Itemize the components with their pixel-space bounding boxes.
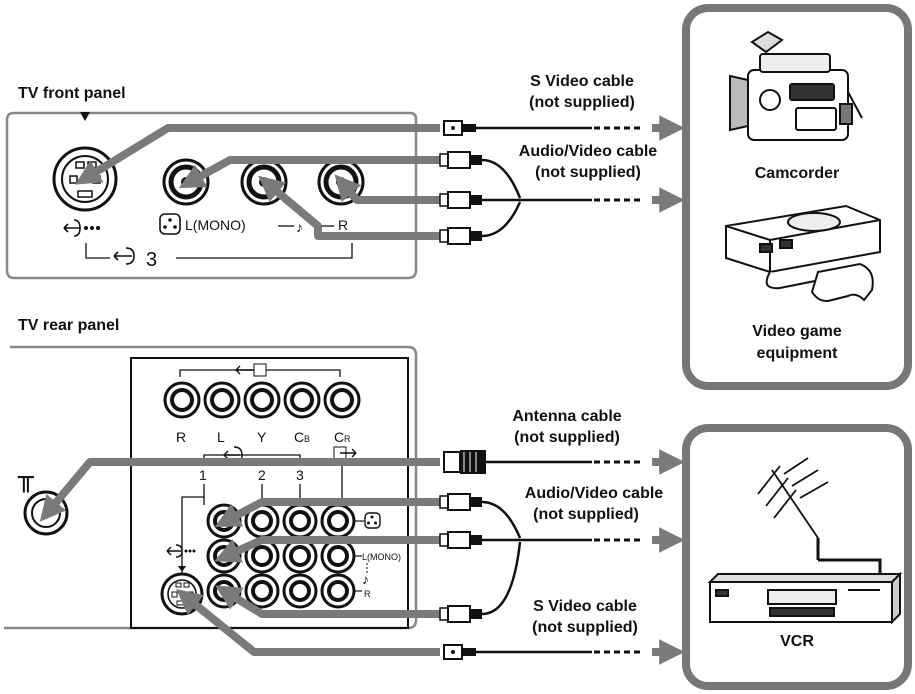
rear-label-y: Y: [257, 429, 267, 445]
rear-input-1: 1: [199, 467, 207, 483]
rear-label-cb: C: [294, 429, 304, 445]
front-input-number: 3: [146, 249, 157, 271]
av-top-label-1: Audio/Video cable: [519, 143, 658, 160]
route-s-video-front: [75, 124, 440, 185]
front-r-label: R: [338, 217, 348, 233]
s-video-cable-top: [443, 120, 640, 136]
rear-jack-panel: [130, 357, 409, 629]
antenna-cable: [443, 450, 640, 474]
signal-route-arrows: [39, 115, 685, 665]
route-antenna: [39, 458, 440, 522]
av-cable-bottom: [439, 493, 640, 623]
rca-plug: [439, 493, 482, 511]
rear-s-video-icon: [166, 544, 196, 558]
front-note-label: ♪: [296, 219, 303, 235]
rear-input-3: 3: [296, 467, 304, 483]
rear-r-label: R: [364, 589, 371, 599]
route-audio-r-front: [334, 174, 440, 204]
front-video-icon: [159, 213, 181, 235]
rear-label-l: L: [217, 429, 225, 445]
route-audio-r-rear: [215, 585, 440, 618]
rca-plug: [439, 605, 482, 623]
rear-input-2: 2: [258, 467, 266, 483]
s-video-bottom-label-1: S Video cable: [533, 598, 637, 615]
camcorder-label: Camcorder: [755, 165, 839, 182]
vcr-box: [682, 424, 912, 690]
s-video-bottom-label-2: (not supplied): [532, 619, 638, 636]
game-console-icon: [725, 204, 881, 302]
rear-label-cb-sub: B: [304, 434, 310, 444]
rear-output-icon: [333, 446, 357, 460]
game-label-line1: Video game: [752, 323, 842, 340]
rca-plug: [439, 191, 482, 209]
av-bottom-label-2: (not supplied): [533, 506, 639, 523]
vcr-label: VCR: [780, 633, 814, 650]
front-triangle-marker: [80, 112, 90, 121]
s-video-cable-bottom: [443, 644, 640, 660]
rear-panel-box: [4, 345, 418, 630]
route-audio-l-front: [258, 175, 440, 240]
av-cable-top: [439, 151, 640, 245]
rear-component-icon: [235, 363, 267, 377]
antenna-symbol: ╥: [17, 463, 34, 493]
front-input-bracket: [85, 243, 353, 259]
camcorder-icon: [729, 30, 863, 141]
front-video-jack: [162, 158, 210, 206]
front-panel-box: [5, 111, 418, 280]
rear-panel-title: TV rear panel: [18, 317, 119, 334]
rca-plug: [439, 227, 482, 245]
game-label-line2: equipment: [757, 345, 839, 362]
vcr-icon: [707, 571, 903, 625]
rca-plug: [439, 531, 482, 549]
rear-mono-label: L(MONO): [362, 552, 401, 562]
antenna-label-1: Antenna cable: [512, 408, 621, 425]
rear-label-r: R: [176, 429, 186, 445]
rear-video-icon: [354, 512, 381, 529]
rear-component-jacks: [163, 363, 361, 419]
route-audio-l-rear: [214, 536, 440, 563]
s-video-top-label-1: S Video cable: [530, 73, 634, 90]
route-s-video-rear: [176, 588, 440, 656]
av-bottom-label-1: Audio/Video cable: [525, 485, 664, 502]
camcorder-game-box: [682, 4, 912, 390]
rear-label-cr-sub: R: [344, 434, 351, 444]
rear-note-label: ♪: [362, 571, 369, 587]
front-panel-title: TV front panel: [18, 85, 126, 102]
rca-plug: [439, 151, 482, 169]
av-top-label-2: (not supplied): [535, 164, 641, 181]
antenna-label-2: (not supplied): [514, 429, 620, 446]
route-video-rear: [214, 498, 440, 527]
vcr-antenna-icon: [757, 457, 882, 574]
front-input-icon: [113, 247, 135, 265]
front-mono-label: L(MONO): [185, 217, 246, 233]
rear-label-cr: C: [334, 429, 344, 445]
front-s-video-icon: [63, 219, 100, 237]
s-video-top-label-2: (not supplied): [529, 94, 635, 111]
route-video-front: [178, 156, 440, 189]
